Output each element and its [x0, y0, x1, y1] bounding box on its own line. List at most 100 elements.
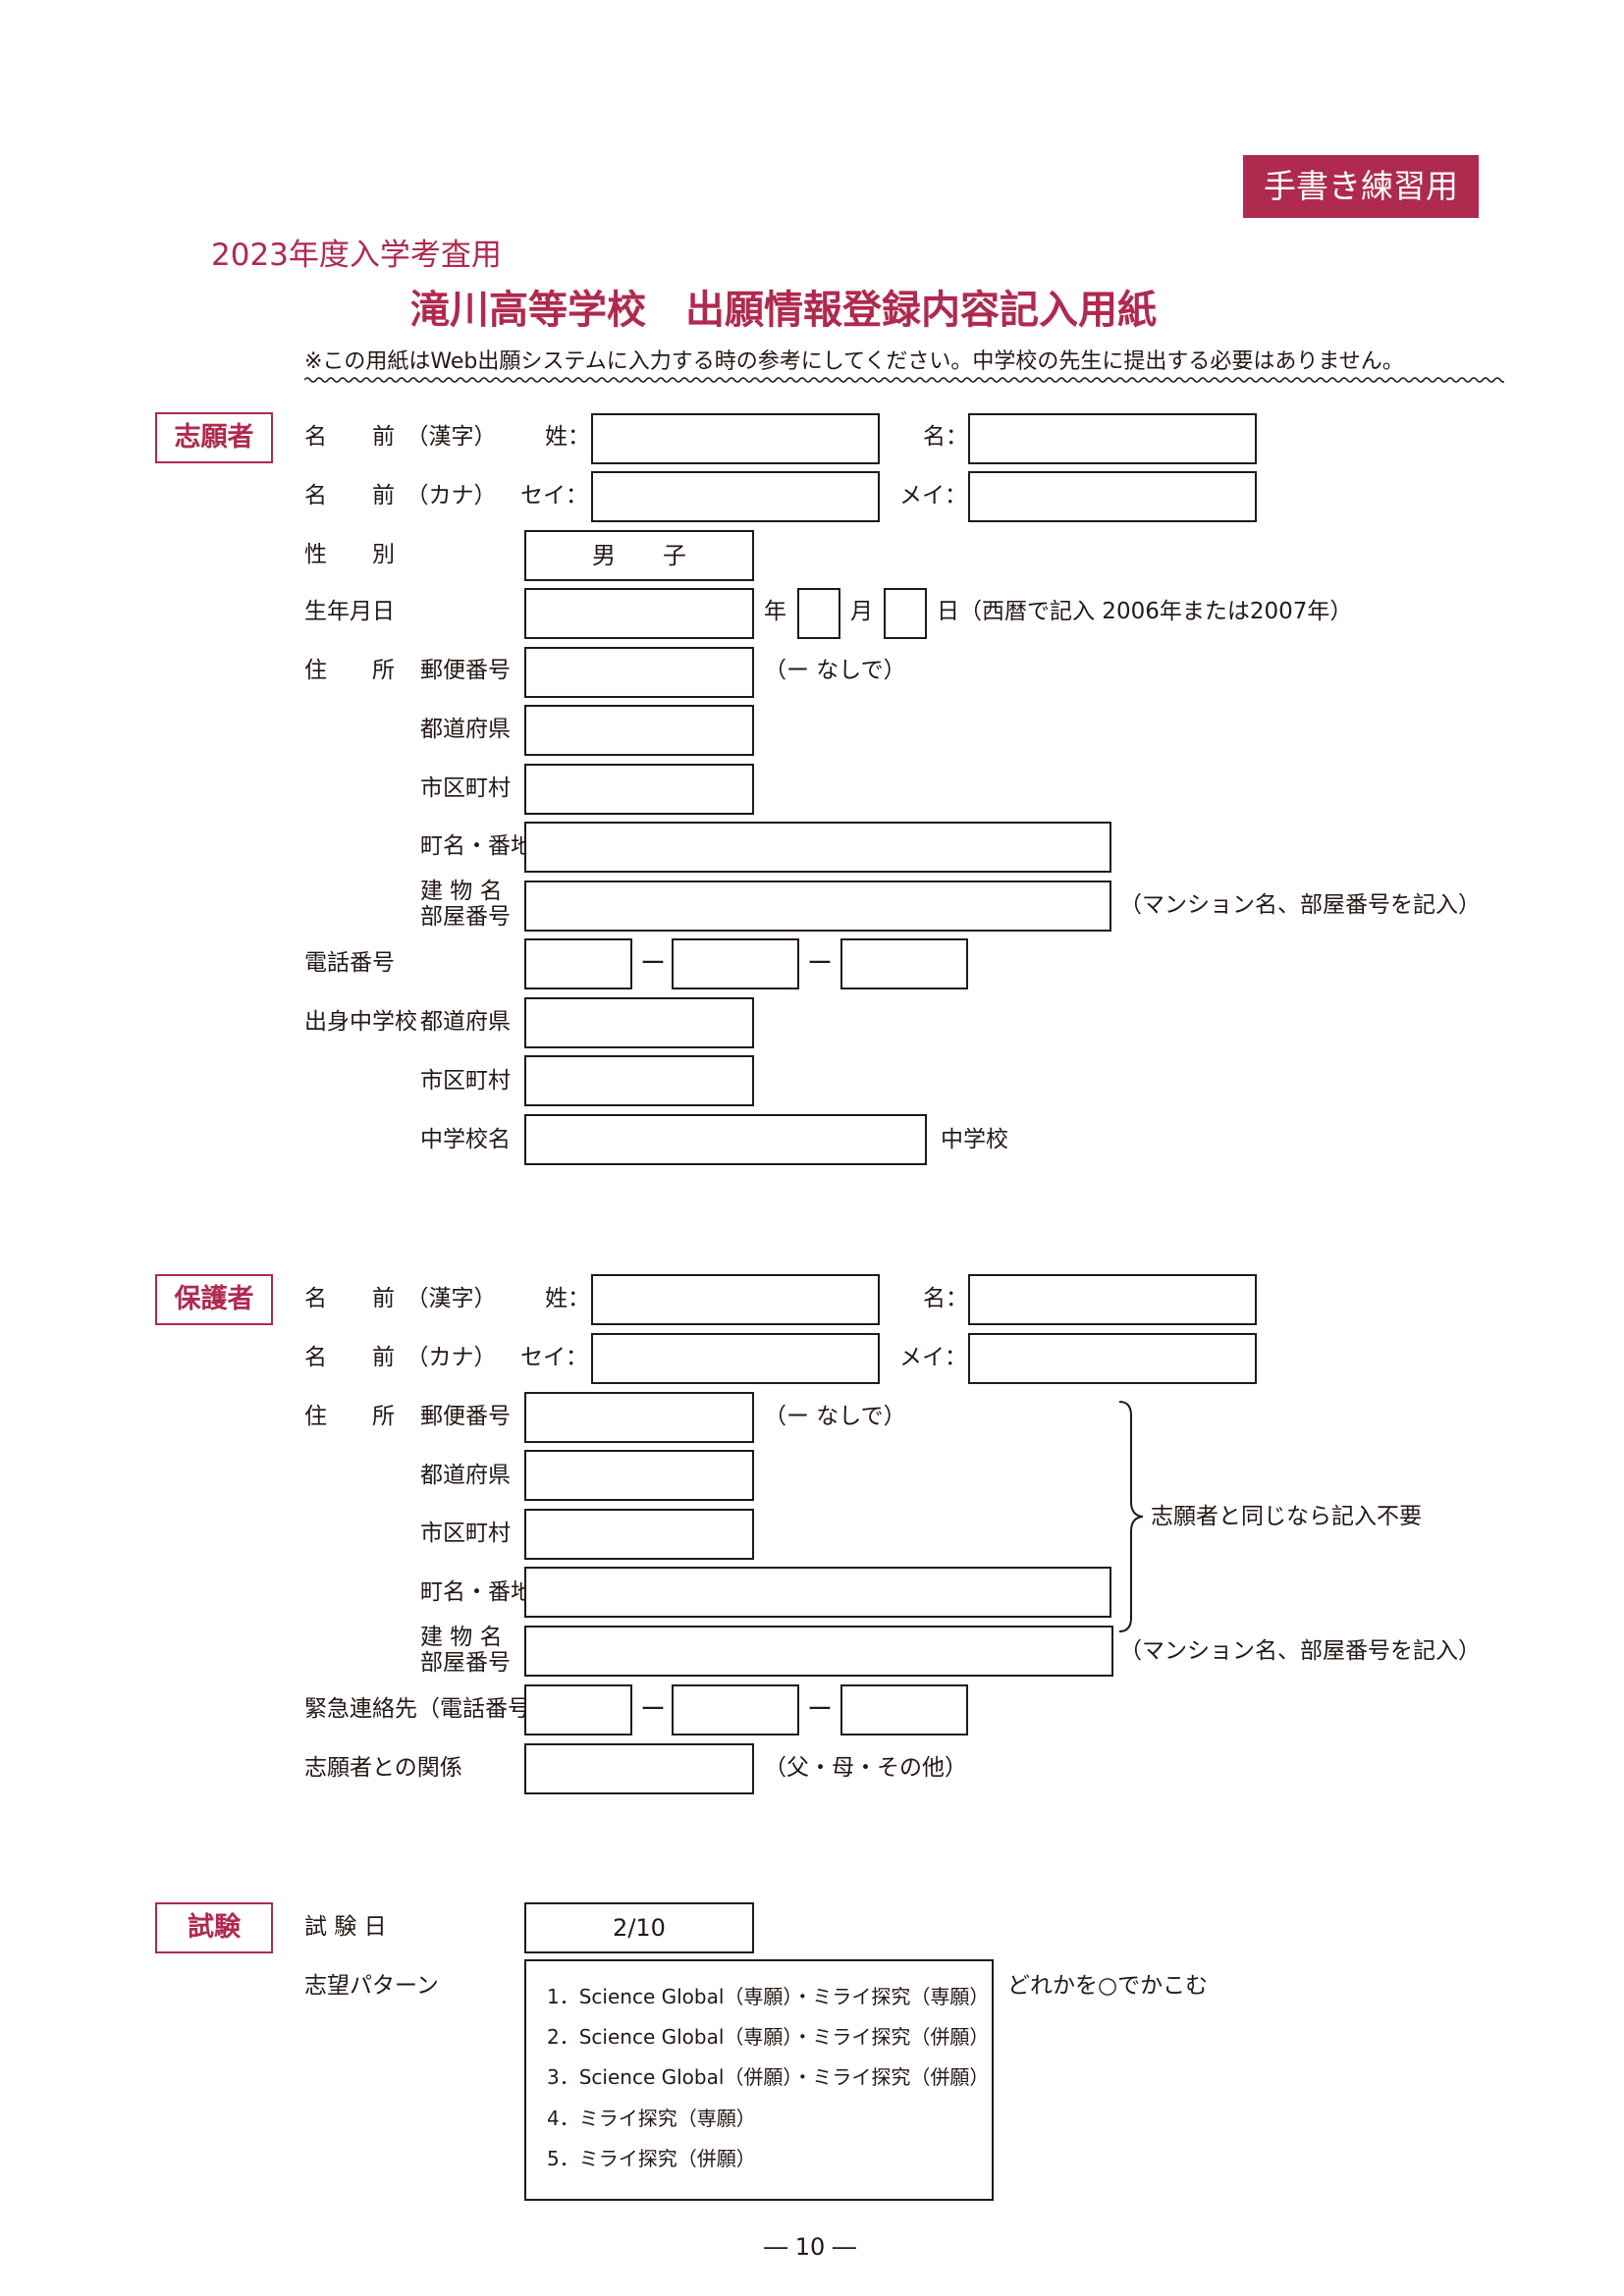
guardian-street-field[interactable] — [524, 1567, 1111, 1618]
guardian-postal-field[interactable] — [524, 1392, 754, 1443]
guardian-surname-field[interactable] — [591, 1274, 880, 1325]
page-title: 滝川高等学校 出願情報登録内容記入用紙 — [410, 288, 1157, 333]
guardian-section-badge: 保護者 — [155, 1274, 273, 1325]
exam-date-label: 試 験 日 — [304, 1914, 387, 1940]
applicant-address-label: 住 所 — [304, 658, 395, 683]
guardian-phone-field-3[interactable] — [840, 1684, 968, 1735]
applicant-building-field[interactable] — [524, 881, 1111, 932]
guardian-given-name-kana-field[interactable] — [968, 1333, 1257, 1384]
exam-section-badge: 試験 — [155, 1902, 273, 1953]
same-as-applicant-brace — [1118, 1401, 1144, 1632]
guardian-relation-note: （父・母・その他） — [764, 1755, 967, 1781]
guardian-phone-dash-1: ー — [640, 1695, 667, 1725]
guardian-building-label: 建 物 名 — [420, 1625, 503, 1650]
applicant-mei-kana-label: メイ： — [899, 483, 967, 508]
page-number: ― 10 ― — [764, 2233, 856, 2261]
applicant-school-city-field[interactable] — [524, 1055, 754, 1106]
exam-date-value: 2/10 — [613, 1914, 666, 1942]
guardian-building-note: （マンション名、部屋番号を記入） — [1119, 1638, 1481, 1664]
applicant-street-label: 町名・番地 — [420, 833, 533, 859]
applicant-birth-year-field[interactable] — [524, 588, 754, 639]
applicant-school-prefecture-label: 都道府県 — [420, 1009, 511, 1035]
guardian-name-kana-label: 名 前 （カナ） — [304, 1345, 497, 1370]
pattern-label: 志望パターン — [304, 1973, 439, 1999]
guardian-phone-dash-2: ー — [807, 1695, 834, 1725]
guardian-mei-kana-label: メイ： — [899, 1345, 967, 1370]
applicant-prefecture-field[interactable] — [524, 705, 754, 756]
guardian-prefecture-label: 都道府県 — [420, 1463, 511, 1488]
applicant-phone-field-2[interactable] — [672, 938, 799, 989]
guardian-surname-kana-field[interactable] — [591, 1333, 880, 1384]
applicant-gender-field[interactable] — [524, 530, 754, 581]
pattern-option-4[interactable]: 4．ミライ探究（専願） — [547, 2107, 756, 2130]
applicant-phone-dash-1: ー — [640, 949, 667, 979]
applicant-day-label: 日（西暦で記入 2006年または2007年） — [937, 599, 1353, 624]
guardian-city-field[interactable] — [524, 1509, 754, 1560]
applicant-name-kanji-label: 名 前 （漢字） — [304, 424, 497, 450]
same-as-applicant-note: 志願者と同じなら記入不要 — [1151, 1504, 1422, 1529]
guardian-phone-field-2[interactable] — [672, 1684, 799, 1735]
applicant-school-suffix: 中学校 — [941, 1127, 1008, 1152]
guardian-building-field[interactable] — [524, 1626, 1113, 1677]
applicant-postal-field[interactable] — [524, 647, 754, 698]
applicant-school-prefecture-field[interactable] — [524, 997, 754, 1048]
applicant-given-name-field[interactable] — [968, 413, 1257, 464]
pattern-option-2[interactable]: 2．Science Global（専願）・ミライ探究（併願） — [547, 2025, 990, 2049]
applicant-street-field[interactable] — [524, 822, 1111, 873]
applicant-sei-label: 姓： — [545, 424, 590, 450]
pattern-option-1[interactable]: 1．Science Global（専願）・ミライ探究（専願） — [547, 1985, 990, 2008]
guardian-address-label: 住 所 — [304, 1404, 395, 1429]
applicant-phone-label: 電話番号 — [304, 950, 395, 976]
guardian-city-label: 市区町村 — [420, 1521, 511, 1546]
applicant-mei-label: 名： — [923, 424, 968, 450]
guardian-relation-field[interactable] — [524, 1743, 754, 1794]
guardian-sei-label: 姓： — [545, 1286, 590, 1311]
applicant-room-label: 部屋番号 — [420, 904, 511, 930]
applicant-birth-month-field[interactable] — [797, 588, 840, 639]
applicant-birth-label: 生年月日 — [304, 599, 395, 624]
applicant-postal-label: 郵便番号 — [420, 658, 511, 683]
applicant-birth-day-field[interactable] — [884, 588, 927, 639]
guardian-mei-label: 名： — [923, 1286, 968, 1311]
applicant-sei-kana-label: セイ： — [520, 483, 588, 508]
applicant-given-name-kana-field[interactable] — [968, 471, 1257, 522]
applicant-phone-dash-2: ー — [807, 949, 834, 979]
guardian-street-label: 町名・番地 — [420, 1579, 533, 1605]
guardian-postal-label: 郵便番号 — [420, 1404, 511, 1429]
usage-note: ※この用紙はWeb出願システムに入力する時の参考にしてください。中学校の先生に提… — [304, 349, 1404, 374]
applicant-school-label: 出身中学校 — [304, 1009, 417, 1035]
handwriting-practice-tag: 手書き練習用 — [1243, 155, 1479, 218]
exam-year: 2023年度入学考査用 — [211, 238, 502, 273]
applicant-school-city-label: 市区町村 — [420, 1068, 511, 1094]
applicant-building-note: （マンション名、部屋番号を記入） — [1119, 892, 1481, 918]
applicant-surname-kana-field[interactable] — [591, 471, 880, 522]
guardian-given-name-field[interactable] — [968, 1274, 1257, 1325]
applicant-year-label: 年 — [764, 599, 786, 624]
wavy-underline — [304, 377, 1504, 383]
guardian-phone-field-1[interactable] — [524, 1684, 632, 1735]
pattern-option-3[interactable]: 3．Science Global（併願）・ミライ探究（併願） — [547, 2065, 990, 2089]
applicant-prefecture-label: 都道府県 — [420, 717, 511, 742]
applicant-phone-field-3[interactable] — [840, 938, 968, 989]
applicant-school-name-field[interactable] — [524, 1114, 927, 1165]
pattern-note: どれかを○でかこむ — [1007, 1973, 1209, 1999]
guardian-prefecture-field[interactable] — [524, 1450, 754, 1501]
guardian-postal-note: （ー なしで） — [764, 1404, 906, 1429]
guardian-room-label: 部屋番号 — [420, 1650, 511, 1676]
applicant-section-badge: 志願者 — [155, 412, 273, 463]
exam-date-field[interactable] — [524, 1902, 754, 1953]
applicant-phone-field-1[interactable] — [524, 938, 632, 989]
guardian-emergency-label: 緊急連絡先（電話番号） — [304, 1696, 553, 1722]
pattern-options-box — [524, 1959, 994, 2201]
applicant-building-label: 建 物 名 — [420, 879, 503, 904]
guardian-relation-label: 志願者との関係 — [304, 1755, 462, 1781]
applicant-postal-note: （ー なしで） — [764, 658, 906, 683]
applicant-city-label: 市区町村 — [420, 775, 511, 801]
applicant-gender-value: 男 子 — [592, 542, 686, 569]
applicant-city-field[interactable] — [524, 764, 754, 815]
guardian-name-kanji-label: 名 前 （漢字） — [304, 1286, 497, 1311]
pattern-option-5[interactable]: 5．ミライ探究（併願） — [547, 2147, 756, 2170]
applicant-month-label: 月 — [850, 599, 873, 624]
applicant-surname-field[interactable] — [591, 413, 880, 464]
guardian-sei-kana-label: セイ： — [520, 1345, 588, 1370]
